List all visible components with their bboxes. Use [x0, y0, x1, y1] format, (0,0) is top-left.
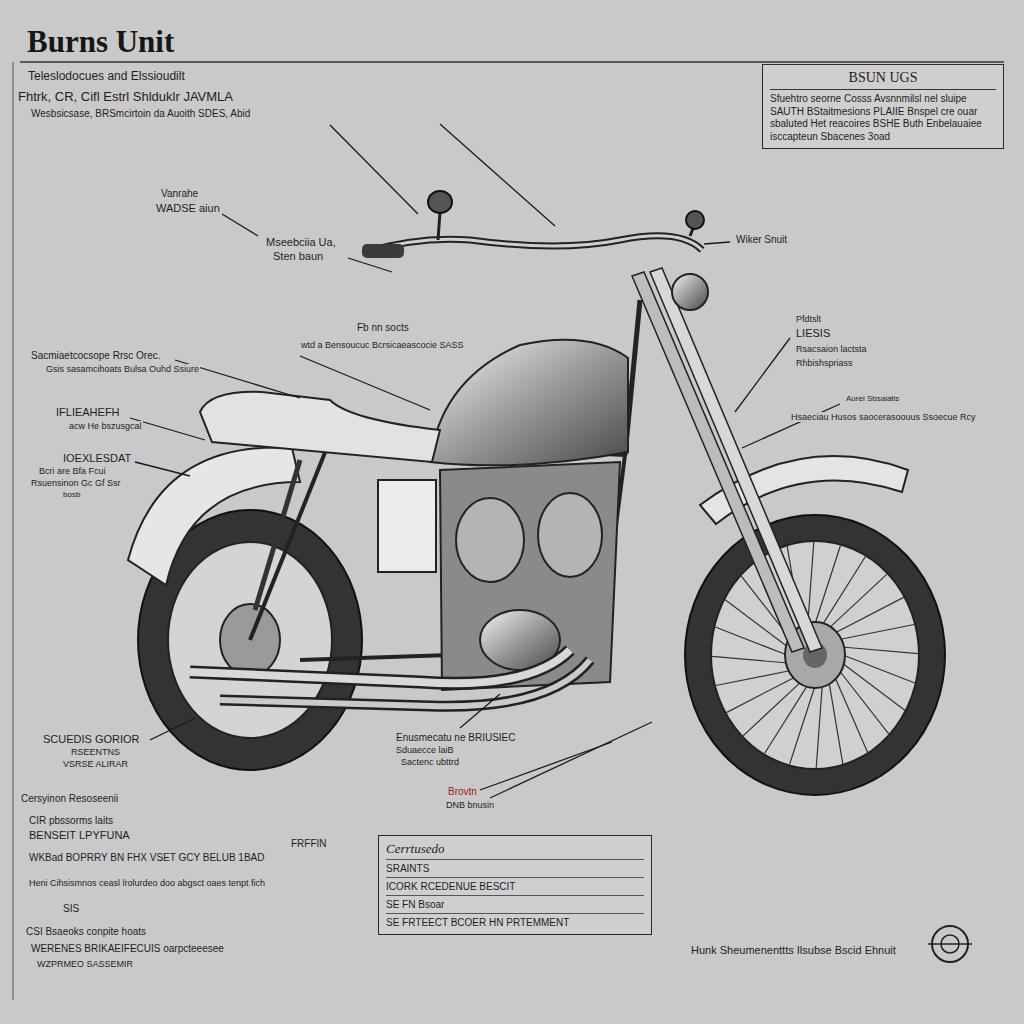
wheel-spoke: [715, 627, 787, 655]
box-text: Sfuehtro seorne Cosss Avsnnmilsl nel slu…: [770, 93, 996, 143]
part-label: DNB bnusin: [445, 800, 495, 810]
wheel-spoke: [839, 671, 888, 734]
part-label: Wesbsicsase, BRSmcirtoin da Auoith SDES,…: [30, 108, 251, 120]
box-heading: Cerrtusedo: [386, 841, 644, 857]
wheel-spoke: [829, 574, 887, 628]
wheel-spoke: [835, 677, 868, 752]
part-label: wtd a Bensoucuc Bcrsicaeascocie SASS: [300, 340, 465, 350]
box-text: SRAINTS: [386, 859, 644, 875]
part-label: Aurei Sbsaiatis: [845, 394, 900, 403]
part-label: Rsuensinon Gc Gf Ssr: [30, 478, 122, 488]
part-label: Fhtrk, CR, Cifl Estrl Shlduklr JAVMLA: [17, 90, 234, 105]
part-label: Vanrahe: [160, 188, 199, 200]
spec-table-box: CerrtusedoSRAINTS ICORK RCEDENUE BESCIT SE…: [378, 835, 652, 935]
wheel-spoke: [816, 685, 822, 768]
part-label: Hsaeciau Husos saocerasoouus Ssoecue Rcy: [790, 412, 977, 422]
part-label: Sactenc ubttrd: [400, 757, 460, 767]
wheel-spoke: [743, 682, 801, 736]
part-label: Sten baun: [272, 250, 324, 263]
part-label: Rsacsaion lactsta: [795, 344, 868, 354]
part-label: Fb nn socts: [356, 322, 410, 334]
wheel-spoke: [712, 656, 788, 663]
part-label: Wiker Snuit: [735, 234, 788, 246]
part-label: SCUEDIS GORIOR: [42, 733, 141, 746]
wheel-spoke: [835, 597, 904, 633]
part-label: Mseebciia Ua,: [265, 236, 337, 249]
part-label: VSRSE ALIRAR: [62, 759, 129, 769]
part-label: WERENES BRIKAEIFECUIS oarpcteeesee: [30, 943, 225, 955]
part-label: FRFFIN: [290, 838, 328, 850]
part-label: Heni Cihsismnos ceasl lrolurdeo doo abgs…: [28, 878, 266, 888]
box-text: SE FN Bsoar: [386, 895, 644, 911]
part-label: acw He bszusgcal: [68, 421, 143, 431]
part-label: Gsis sasamcihoats Bulsa Ouhd Ssiure: [45, 364, 200, 374]
part-label: SIS: [62, 903, 80, 915]
part-label: Sduaecce laiB: [395, 745, 455, 755]
part-label: Enusmecatu ne BRIUSIEC: [395, 732, 517, 744]
part-label: BENSEIT LPYFUNA: [28, 829, 131, 842]
part-label: Bcri are Bfa Fcui: [38, 466, 107, 476]
part-label: IOEXLESDAT: [62, 452, 132, 465]
part-label: WZPRMEO SASSEMIR: [36, 959, 134, 969]
wheel-spoke: [808, 542, 814, 625]
part-label: RSEENTNS: [70, 747, 121, 757]
box-text: ICORK RCEDENUE BESCIT: [386, 877, 644, 893]
wheel-spoke: [716, 671, 791, 686]
part-label: CSI Bsaeoks conpite hoats: [25, 926, 147, 938]
wheel-spoke: [790, 686, 815, 764]
part-label: Cersyinon Resoseenii: [20, 793, 119, 805]
part-label: LIESIS: [795, 327, 831, 340]
wheel-spoke: [726, 677, 795, 713]
box-heading: BSUN UGS: [770, 70, 996, 90]
info-box: BSUN UGS Sfuehtro seorne Cosss Avsnnmilsl…: [762, 64, 1004, 149]
part-label: WADSE aiun: [155, 202, 221, 215]
part-label: IFLIEAHEFH: [55, 406, 121, 419]
wheel-spoke: [842, 647, 918, 654]
diagram-title: Burns Unit: [27, 24, 174, 60]
part-label: WKBad BOPRRY BN FHX VSET GCY BELUB 1BAD: [28, 852, 265, 864]
wheel-spoke: [839, 624, 914, 639]
part-label: Sacmiaetcocsope Rrsc Orec.: [30, 350, 162, 362]
part-label: Teleslodocues and Elssioudilt: [27, 70, 186, 84]
part-label: Hunk Sheumenenttts Ilsubse Bscid Ehnuit: [690, 944, 897, 957]
wheel-spoke: [829, 682, 843, 764]
part-label: bosb: [62, 490, 81, 499]
wheel-spoke: [815, 546, 840, 624]
part-label: CIR pbssorms laits: [28, 815, 114, 827]
part-label: Pfdtslt: [795, 314, 822, 324]
part-label: Rhbishspriass: [795, 358, 854, 368]
part-label: Brovtn: [447, 786, 478, 798]
box-text: SE FRTEECT BCOER HN PRTEMMENT: [386, 913, 644, 929]
wheel-spoke: [843, 655, 915, 683]
